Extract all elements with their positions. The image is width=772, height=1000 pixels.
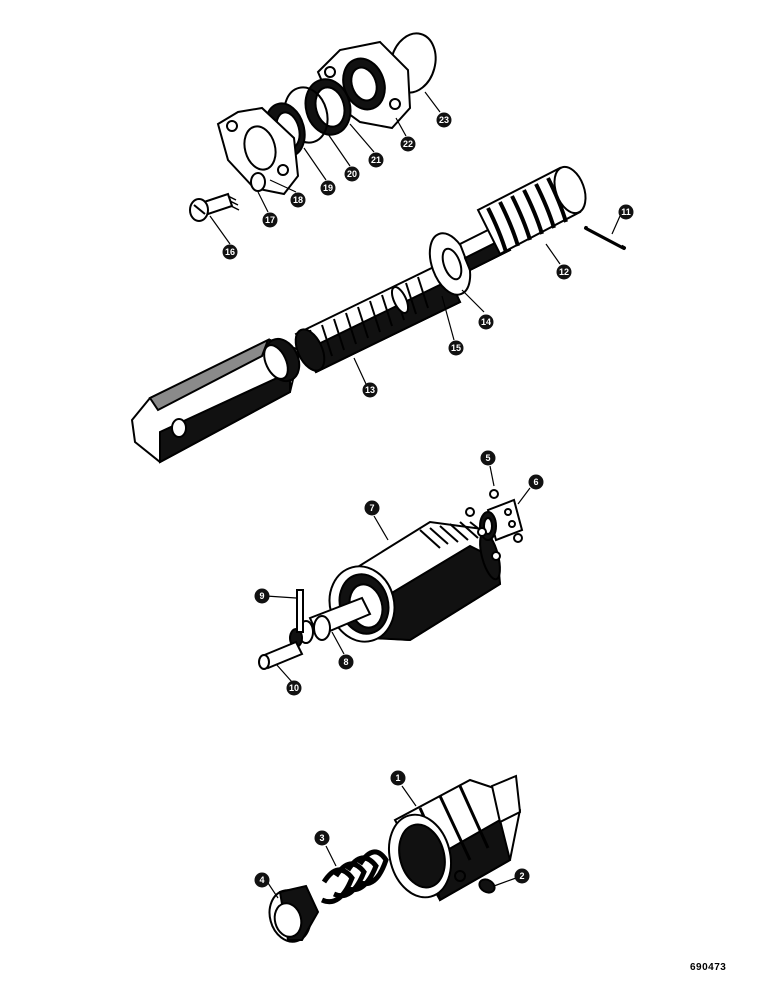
svg-text:12: 12	[559, 267, 569, 277]
spool-assembly	[130, 165, 626, 464]
callout-11: 11	[618, 204, 634, 220]
pin-9	[296, 589, 304, 633]
spring-12	[476, 165, 587, 256]
callout-14: 14	[478, 314, 494, 330]
callout-12: 12	[556, 264, 572, 280]
leader-lines	[209, 91, 621, 899]
callout-5: 5	[480, 450, 496, 466]
callout-8: 8	[338, 654, 354, 670]
callout-20: 20	[344, 166, 360, 182]
svg-text:7: 7	[369, 503, 374, 513]
svg-text:20: 20	[347, 169, 357, 179]
svg-text:9: 9	[259, 591, 264, 601]
callout-15: 15	[448, 340, 464, 356]
spring-3	[320, 849, 389, 905]
callout-22: 22	[400, 136, 416, 152]
pin-10	[258, 640, 304, 670]
balls-5	[465, 489, 523, 561]
nut-1	[388, 774, 522, 902]
valve-housing-group	[258, 489, 524, 670]
svg-text:18: 18	[293, 195, 303, 205]
flange-seal-group	[189, 32, 437, 222]
callout-2: 2	[514, 868, 530, 884]
callout-6: 6	[528, 474, 544, 490]
svg-text:8: 8	[343, 657, 348, 667]
svg-text:15: 15	[451, 343, 461, 353]
svg-text:1: 1	[395, 773, 400, 783]
callout-4: 4	[254, 872, 270, 888]
svg-text:17: 17	[265, 215, 275, 225]
svg-text:14: 14	[481, 317, 491, 327]
spool-13	[294, 262, 462, 374]
svg-text:10: 10	[289, 683, 299, 693]
cap-screw-16	[189, 192, 240, 222]
svg-text:3: 3	[319, 833, 324, 843]
set-screw-2	[478, 878, 496, 894]
flange-17	[216, 106, 300, 196]
svg-text:21: 21	[371, 155, 381, 165]
callout-23: 23	[436, 112, 452, 128]
svg-text:13: 13	[365, 385, 375, 395]
pin-11	[584, 226, 626, 250]
callout-1: 1	[390, 770, 406, 786]
svg-text:16: 16	[225, 247, 235, 257]
svg-text:6: 6	[533, 477, 538, 487]
svg-text:5: 5	[485, 453, 490, 463]
callout-3: 3	[314, 830, 330, 846]
svg-text:11: 11	[621, 207, 631, 217]
cap-4	[268, 884, 320, 943]
callout-7: 7	[364, 500, 380, 516]
washer-14	[428, 232, 472, 296]
svg-text:19: 19	[323, 183, 333, 193]
callout-9: 9	[254, 588, 270, 604]
callout-17: 17	[262, 212, 278, 228]
svg-text:23: 23	[439, 115, 449, 125]
callout-10: 10	[286, 680, 302, 696]
callout-19: 19	[320, 180, 336, 196]
nut-spring-group	[268, 774, 522, 943]
svg-text:4: 4	[259, 875, 264, 885]
clevis-pin-hole	[171, 418, 187, 438]
callout-16: 16	[222, 244, 238, 260]
svg-text:2: 2	[519, 871, 524, 881]
lock-washer-18	[250, 172, 266, 192]
callout-21: 21	[368, 152, 384, 168]
drawing-number: 690473	[690, 962, 727, 973]
callout-13: 13	[362, 382, 378, 398]
callout-bubbles: 1 2 3 4 5 6 7 8 9 10 11 12 13 14 15 16 1…	[222, 112, 634, 888]
callout-18: 18	[290, 192, 306, 208]
svg-text:22: 22	[403, 139, 413, 149]
housing-7	[328, 520, 502, 643]
